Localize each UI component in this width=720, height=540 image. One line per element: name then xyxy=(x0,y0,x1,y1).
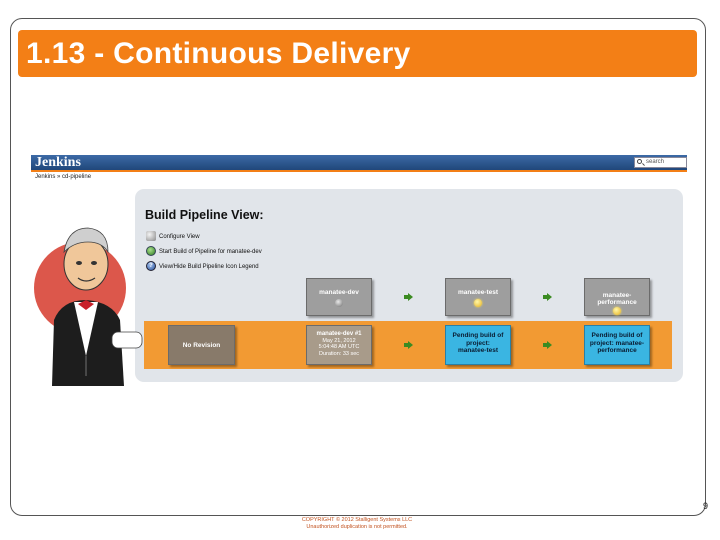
arrow-right-icon xyxy=(543,293,552,301)
sun-ball-icon xyxy=(474,298,482,307)
grey-ball-icon xyxy=(335,298,343,307)
build-time: 5:04:48 AM UTC xyxy=(318,344,360,350)
legend-toggle-label: View/Hide Build Pipeline Icon Legend xyxy=(159,264,259,270)
page-mark: 9 xyxy=(703,501,709,511)
breadcrumb[interactable]: Jenkins » cd-pipeline xyxy=(35,174,92,180)
revision-label: No Revision xyxy=(182,342,221,349)
build-date: May 21, 2012 xyxy=(322,337,356,344)
build-duration: Duration: 33 sec xyxy=(318,350,360,357)
page-title: Build Pipeline View: xyxy=(145,208,264,222)
job-box-manatee-test[interactable]: manatee-test xyxy=(445,278,511,316)
slide-title-bar: 1.13 - Continuous Delivery xyxy=(18,30,697,77)
pending-label: Pending build of project: manatee-test xyxy=(452,332,504,354)
slide-title: 1.13 - Continuous Delivery xyxy=(26,37,411,70)
sun-ball-icon xyxy=(613,306,621,315)
search-icon xyxy=(637,159,642,164)
footer-line-1: COPYRIGHT © 2012 Stalligent Systems LLC xyxy=(301,517,413,523)
arrow-right-icon xyxy=(404,341,413,349)
build-box-manatee-dev-1[interactable]: manatee-dev #1 May 21, 2012 5:04:48 AM U… xyxy=(306,325,372,365)
job-name: manatee-dev xyxy=(319,289,359,296)
job-name: manatee-test xyxy=(457,289,499,296)
play-circle-icon xyxy=(146,246,156,257)
legend-toggle-link[interactable]: ?View/Hide Build Pipeline Icon Legend xyxy=(146,261,259,273)
search-input[interactable]: search xyxy=(634,157,687,168)
arrow-right-icon xyxy=(404,293,413,301)
jenkins-butler-icon xyxy=(34,227,143,386)
configure-view-link[interactable]: Configure View xyxy=(146,231,200,243)
help-circle-icon: ? xyxy=(146,261,156,272)
search-placeholder: search xyxy=(646,159,665,165)
pending-build-manatee-performance[interactable]: Pending build of project: manatee-perfor… xyxy=(584,325,650,365)
jenkins-header: Jenkins search xyxy=(31,155,687,172)
revision-box: No Revision xyxy=(168,325,235,365)
job-name: manatee- performance xyxy=(597,291,637,307)
pending-label: Pending build of project: manatee-perfor… xyxy=(589,332,645,354)
copyright-footer: COPYRIGHT © 2012 Stalligent Systems LLC … xyxy=(254,517,460,531)
start-build-link[interactable]: Start Build of Pipeline for manatee-dev xyxy=(146,246,262,258)
jenkins-logo[interactable]: Jenkins xyxy=(35,155,81,170)
configure-view-label: Configure View xyxy=(159,234,200,240)
start-build-label: Start Build of Pipeline for manatee-dev xyxy=(159,249,262,255)
footer-line-2: Unauthorized duplication is not permitte… xyxy=(306,524,408,530)
arrow-right-icon xyxy=(543,341,552,349)
build-title: manatee-dev #1 xyxy=(316,331,362,337)
job-box-manatee-dev[interactable]: manatee-dev xyxy=(306,278,372,316)
job-box-manatee-performance[interactable]: manatee- performance xyxy=(584,278,650,316)
gear-wrench-icon xyxy=(146,231,156,242)
pending-build-manatee-test[interactable]: Pending build of project: manatee-test xyxy=(445,325,511,365)
